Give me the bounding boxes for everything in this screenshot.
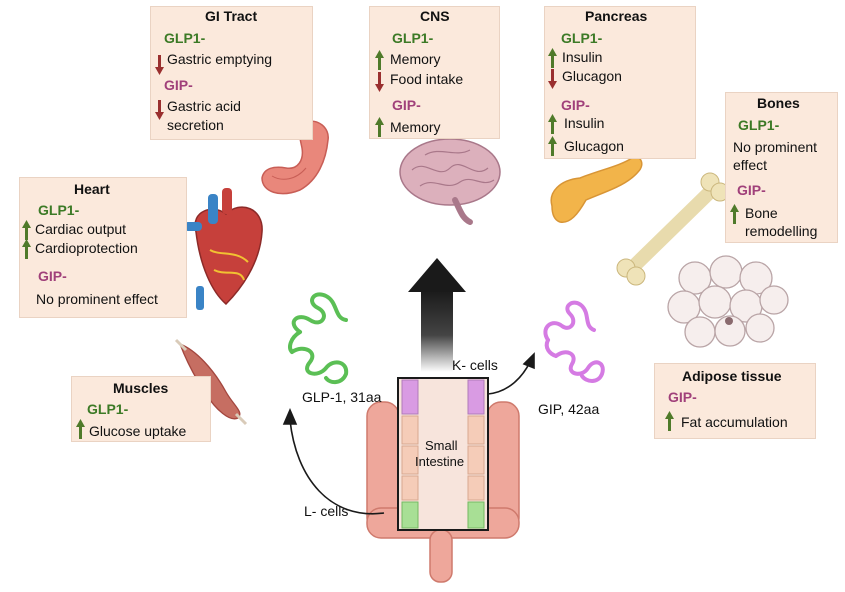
cns-title: CNS <box>420 8 450 24</box>
heart-glp1-effect-1: Cardiac output <box>35 221 127 237</box>
muscles-panel <box>71 376 211 442</box>
up-arrow-icon <box>548 114 557 139</box>
cns-glp1-effect-1: Memory <box>390 51 441 67</box>
adipose-cells-icon <box>667 255 789 348</box>
cns-glp1-effect-2: Food intake <box>390 71 464 87</box>
pancreas-glp1-effect-2: Glucagon <box>562 68 622 84</box>
adipose-gip-label: GIP- <box>668 389 697 405</box>
glp1-peptide-label: GLP-1, 31aa <box>302 389 382 405</box>
muscles-glp1-label: GLP1- <box>87 401 129 417</box>
up-arrow-icon <box>730 204 739 229</box>
glp1-peptide-icon <box>288 292 349 385</box>
cns-gip-label: GIP- <box>392 97 421 113</box>
up-arrow-icon <box>22 239 31 264</box>
up-arrow-icon <box>76 419 85 444</box>
pancreas-glp1-effect-1: Insulin <box>562 49 603 65</box>
down-arrow-icon <box>548 69 557 94</box>
gip-peptide-label: GIP, 42aa <box>538 401 600 417</box>
adipose-gip-effect: Fat accumulation <box>681 414 788 430</box>
pancreas-title: Pancreas <box>585 8 648 24</box>
down-arrow-icon <box>155 55 164 80</box>
bones-title: Bones <box>757 95 800 111</box>
gi-tract-gip-effect: Gastric acid <box>167 98 241 114</box>
down-arrow-icon <box>375 72 384 97</box>
up-arrow-icon <box>375 117 384 142</box>
heart-panel <box>19 177 187 318</box>
bone-icon <box>616 172 730 286</box>
pancreas-panel <box>544 6 696 159</box>
intestine-cell-columns <box>401 379 485 529</box>
cns-glp1-label: GLP1- <box>392 30 434 46</box>
gi-tract-gip-label: GIP- <box>164 77 193 93</box>
pancreas-gip-label: GIP- <box>561 97 590 113</box>
pancreas-gip-effect-1: Insulin <box>564 115 605 131</box>
bones-glp1-effect-line1: No prominent <box>733 139 818 155</box>
gip-peptide-icon <box>543 300 605 383</box>
muscles-glp1-effect: Glucose uptake <box>89 423 187 439</box>
cns-gip-effect: Memory <box>390 119 441 135</box>
pancreas-gip-effect-2: Glucagon <box>564 138 624 154</box>
cns-panel <box>369 6 500 139</box>
gi-tract-title: GI Tract <box>205 8 258 24</box>
down-arrow-icon <box>155 100 164 125</box>
up-arrow-icon <box>548 136 557 161</box>
bones-gip-label: GIP- <box>737 182 766 198</box>
heart-glp1-effect-2: Cardioprotection <box>35 240 138 256</box>
heart-icon <box>184 188 263 310</box>
gi-tract-panel <box>150 6 313 140</box>
heart-glp1-label: GLP1- <box>38 202 80 218</box>
bones-glp1-label: GLP1- <box>738 117 780 133</box>
brain-icon <box>399 138 501 225</box>
l-cells-label: L- cells <box>304 503 349 519</box>
k-cells-label: K- cells <box>452 357 498 373</box>
intestine-label-line2: Intestine <box>415 454 465 469</box>
intestine-label-line1: Small <box>425 438 458 453</box>
pancreas-icon <box>550 156 643 223</box>
up-arrow-icon <box>548 48 557 73</box>
up-arrow-icon <box>375 50 384 75</box>
gi-tract-glp1-label: GLP1- <box>164 30 206 46</box>
heart-gip-effect: No prominent effect <box>36 291 158 307</box>
gi-tract-glp1-effect: Gastric emptying <box>167 51 273 67</box>
muscles-title: Muscles <box>113 380 169 396</box>
adipose-title: Adipose tissue <box>682 368 782 384</box>
bones-gip-effect-line2: remodelling <box>745 223 818 239</box>
pancreas-glp1-label: GLP1- <box>561 30 603 46</box>
l-cells-arrow-icon <box>282 407 385 515</box>
up-arrow-icon <box>665 411 674 436</box>
bones-panel <box>725 92 838 243</box>
k-cells-arrow-icon <box>487 352 535 395</box>
adipose-panel <box>654 363 816 439</box>
bones-gip-effect: Bone <box>745 205 778 221</box>
central-up-arrow-icon <box>408 258 466 372</box>
up-arrow-icon <box>22 220 31 245</box>
heart-title: Heart <box>74 181 110 197</box>
bones-glp1-effect-line2: effect <box>733 157 767 173</box>
heart-gip-label: GIP- <box>38 268 67 284</box>
gi-tract-gip-effect-line2: secretion <box>167 117 224 133</box>
